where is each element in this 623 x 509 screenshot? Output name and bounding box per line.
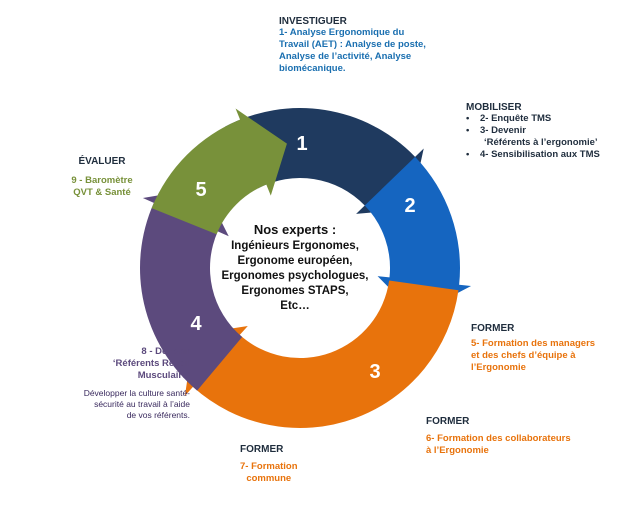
former2-block: FORMER 6- Formation des collaborateurs à…	[426, 416, 571, 457]
cycle-arcs	[140, 107, 472, 429]
former1-text: 5- Formation des managers et des chefs d…	[471, 338, 595, 374]
former2-line: 6- Formation des collaborateurs	[426, 433, 571, 444]
cycle-arrow-2	[364, 156, 472, 315]
segment-number-2: 2	[404, 195, 415, 217]
center-title: Nos experts :	[253, 222, 337, 237]
investiguer-line: 1- Analyse Ergonomique du	[279, 27, 405, 38]
center-experts: Nos experts : Ingénieurs Ergonomes, Ergo…	[215, 222, 375, 314]
investiguer-heading: INVESTIGUER	[279, 16, 347, 27]
former3-line: commune	[246, 473, 292, 484]
former2-text: 6- Formation des collaborateurs à l’Ergo…	[426, 433, 571, 457]
devenir-sub-line: sécurité au travail à l’aide	[94, 399, 190, 409]
former1-line: l’Ergonomie	[471, 362, 526, 373]
investiguer-line: biomécanique.	[279, 63, 346, 74]
cycle-arrow-1	[224, 107, 424, 214]
devenir-sub-line: Développer la culture santé-	[83, 388, 190, 398]
evaluer-heading: ÉVALUER	[78, 156, 126, 167]
mobiliser-item-cont: ‘Référents à l’ergonomie’	[484, 137, 598, 148]
former3-line: 7- Formation	[240, 461, 298, 472]
center-line: Ingénieurs Ergonomes,	[231, 240, 359, 252]
center-line: Ergonomes psychologues,	[221, 270, 369, 282]
evaluer-block: ÉVALUER 9 - Baromètre QVT & Santé	[62, 156, 142, 199]
segment-number-1: 1	[296, 133, 307, 155]
mobiliser-item: 2- Enquête TMS	[466, 113, 600, 125]
center-line: Ergonome européen,	[237, 255, 353, 267]
cycle-arrow-3	[184, 280, 459, 429]
cycle-arrow-5	[151, 108, 287, 235]
segment-number-4: 4	[190, 313, 202, 335]
devenir-text: 8 - Devenir ‘Référents Réveil Musculaire…	[50, 346, 190, 382]
mobiliser-item-text: 3- Devenir	[480, 125, 526, 136]
investiguer-text: 1- Analyse Ergonomique du Travail (AET) …	[279, 27, 426, 75]
cycle-arrow-4	[140, 187, 243, 391]
mobiliser-heading: MOBILISER	[466, 102, 522, 113]
former1-line: 5- Formation des managers	[471, 338, 596, 349]
devenir-line: ‘Référents Réveil	[112, 358, 190, 369]
devenir-line: 8 - Devenir	[141, 346, 190, 357]
former1-block: FORMER 5- Formation des managers et des …	[471, 323, 595, 374]
devenir-block: 8 - Devenir ‘Référents Réveil Musculaire…	[50, 346, 190, 421]
former3-text: 7- Formation commune	[240, 461, 298, 485]
center-line: Ergonomes STAPS,	[241, 285, 349, 297]
former3-heading: FORMER	[240, 444, 284, 455]
former1-line: et des chefs d’équipe à	[471, 350, 576, 361]
former1-heading: FORMER	[471, 323, 515, 334]
center-line: Etc…	[280, 300, 310, 312]
former3-block: FORMER 7- Formation commune	[240, 444, 298, 485]
former2-heading: FORMER	[426, 416, 470, 427]
investiguer-line: Travail (AET) : Analyse de poste,	[279, 39, 426, 50]
evaluer-line: QVT & Santé	[73, 187, 131, 198]
investiguer-line: Analyse de l’activité, Analyse	[279, 51, 412, 62]
segment-number-5: 5	[195, 179, 206, 201]
investiguer-block: INVESTIGUER 1- Analyse Ergonomique du Tr…	[279, 16, 426, 75]
former2-line: à l’Ergonomie	[426, 445, 489, 456]
mobiliser-item: 4- Sensibilisation aux TMS	[466, 149, 600, 161]
devenir-sub-line: de vos référents.	[126, 410, 190, 420]
mobiliser-list: 2- Enquête TMS 3- Devenir‘Référents à l’…	[466, 113, 600, 161]
evaluer-line: 9 - Baromètre	[71, 175, 133, 186]
mobiliser-block: MOBILISER 2- Enquête TMS 3- Devenir‘Réfé…	[466, 102, 600, 161]
devenir-line: Musculaire’	[137, 370, 190, 381]
devenir-sub: Développer la culture santé- sécurité au…	[50, 388, 190, 421]
segment-number-3: 3	[369, 361, 380, 383]
evaluer-text: 9 - Baromètre QVT & Santé	[62, 175, 142, 199]
mobiliser-item: 3- Devenir‘Référents à l’ergonomie’	[466, 125, 600, 149]
